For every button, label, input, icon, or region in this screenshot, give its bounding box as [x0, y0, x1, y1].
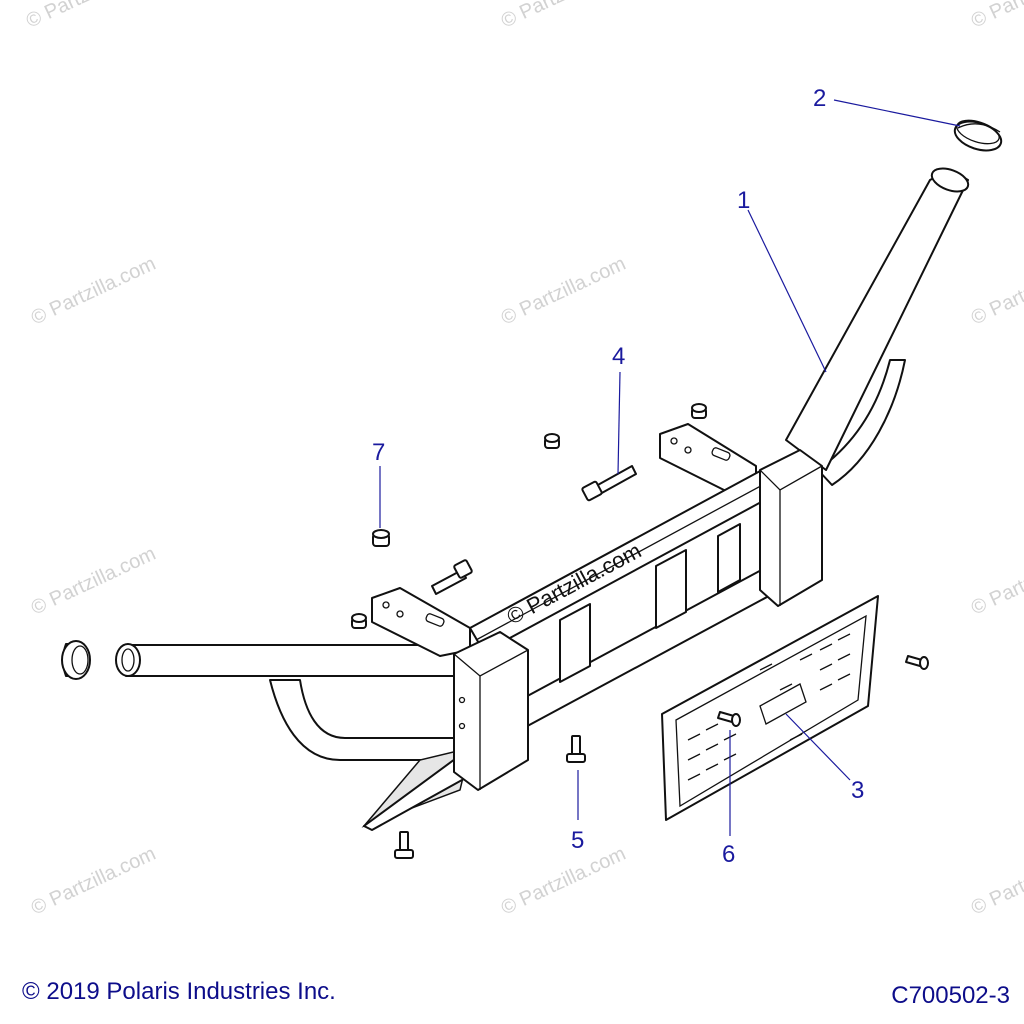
callout-7: 7 — [372, 439, 385, 466]
watermark-text: © Partzilla.com — [968, 0, 1024, 33]
end-cap-left — [61, 640, 91, 680]
figure-code: C700502-3 — [891, 982, 1010, 1009]
watermark-text: © Partzilla.com — [968, 543, 1024, 620]
copyright-text: © 2019 Polaris Industries Inc. — [22, 978, 336, 1005]
leader-3 — [785, 713, 851, 781]
leader-4 — [617, 371, 621, 475]
callout-3: 3 — [851, 777, 864, 804]
watermark-layer: © Partzilla.com © Partzilla.com © Partzi… — [23, 0, 1024, 920]
leader-1 — [747, 209, 827, 373]
watermark-text: © Partzilla.com — [28, 253, 159, 330]
end-cap-right — [953, 119, 1003, 152]
screw-6 — [717, 711, 741, 727]
watermark-text: © Partzilla.com — [968, 253, 1024, 330]
callout-2: 2 — [813, 85, 826, 112]
screw-right — [905, 655, 929, 670]
nut — [691, 403, 707, 419]
nut — [351, 613, 367, 629]
watermark-text: © Partzilla.com — [498, 253, 629, 330]
front-bumper: © Partzilla.com — [115, 167, 970, 831]
grille-plate — [661, 595, 879, 821]
nut — [544, 433, 560, 449]
callout-1: 1 — [737, 187, 750, 214]
watermark-text: © Partzilla.com — [23, 0, 154, 33]
leader-2 — [833, 99, 961, 127]
callout-5: 5 — [571, 827, 584, 854]
callout-6: 6 — [722, 841, 735, 868]
watermark-text: © Partzilla.com — [498, 843, 629, 920]
screw-5 — [566, 735, 586, 763]
watermark-text: © Partzilla.com — [498, 0, 629, 33]
watermark-text: © Partzilla.com — [28, 543, 159, 620]
callout-labels: 1 2 3 4 5 6 7 — [372, 85, 864, 868]
bolt-left — [431, 559, 473, 595]
watermark-text: © Partzilla.com — [28, 843, 159, 920]
watermark-text: © Partzilla.com — [968, 843, 1024, 920]
bolt-4 — [581, 465, 637, 502]
leader-lines — [379, 99, 961, 836]
screw-lower-left — [394, 831, 414, 859]
callout-4: 4 — [612, 343, 625, 370]
nut-7 — [372, 529, 390, 547]
